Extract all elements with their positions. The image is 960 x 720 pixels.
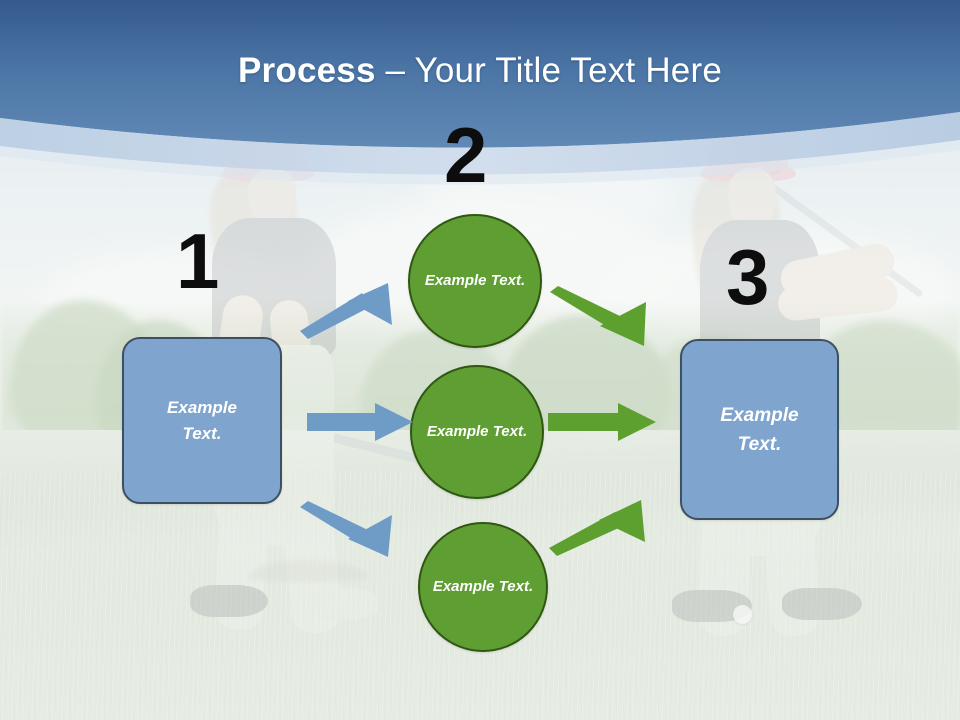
- arrow-right-icon: [307, 403, 413, 441]
- step-number-3: 3: [726, 233, 770, 321]
- circle-middle-line2: Text.: [492, 423, 528, 440]
- circle-bottom-label: Example Text.: [433, 577, 533, 597]
- circle-middle-label: Example Text.: [427, 422, 527, 442]
- left-box-line2: Text.: [182, 423, 222, 443]
- title-bold-part: Process: [238, 51, 376, 90]
- circle-middle[interactable]: Example Text.: [410, 365, 544, 499]
- circle-bottom[interactable]: Example Text.: [418, 522, 548, 652]
- arrow-right-icon: [548, 403, 656, 441]
- right-box-line1: Example: [720, 404, 799, 426]
- right-box-line2: Text.: [737, 433, 782, 455]
- step-number-2: 2: [444, 111, 488, 199]
- circle-middle-line1: Example: [426, 423, 489, 440]
- circle-top-line1: Example: [424, 272, 487, 289]
- left-example-box[interactable]: Example Text.: [122, 337, 282, 504]
- arrow-up-right-icon: [300, 281, 406, 339]
- right-example-box[interactable]: Example Text.: [680, 339, 839, 520]
- left-box-label: Example Text.: [167, 395, 237, 447]
- left-box-line1: Example: [167, 397, 237, 417]
- page-title: Process – Your Title Text Here: [0, 49, 960, 93]
- circle-top[interactable]: Example Text.: [408, 214, 542, 348]
- arrow-up-right-icon: [549, 498, 659, 556]
- circle-top-label: Example Text.: [425, 271, 525, 291]
- arrow-down-right-icon: [300, 501, 406, 559]
- circle-bottom-line1: Example: [432, 578, 495, 595]
- arrow-down-right-icon: [550, 286, 660, 348]
- circle-top-line2: Text.: [490, 272, 526, 289]
- step-number-1: 1: [176, 217, 220, 305]
- right-box-label: Example Text.: [720, 401, 798, 459]
- circle-bottom-line2: Text.: [498, 578, 534, 595]
- header-banner: [0, 0, 960, 200]
- title-regular-part: – Your Title Text Here: [375, 51, 722, 90]
